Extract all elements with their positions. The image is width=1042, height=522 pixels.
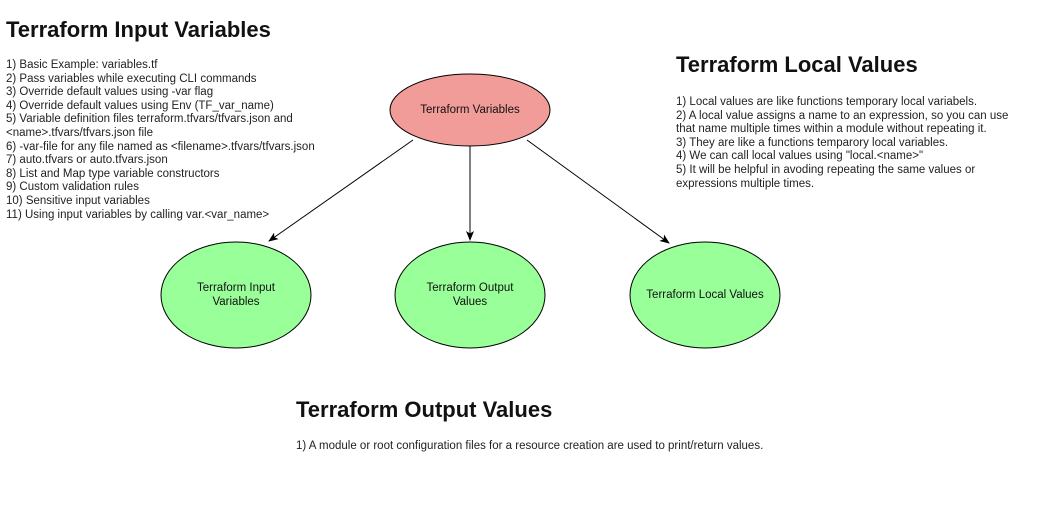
list-item: 4) Override default values using Env (TF… xyxy=(6,99,274,112)
node-terraform-input-variables xyxy=(160,241,312,349)
list-item: 4) We can call local values using "local… xyxy=(676,150,924,163)
local-values-list: 1) Local values are like functions tempo… xyxy=(676,96,1008,191)
node-terraform-output-values xyxy=(394,241,546,349)
edge-root-to-local xyxy=(526,139,670,244)
list-item: 1) Basic Example: variables.tf xyxy=(6,59,158,71)
list-item: expressions multiple times. xyxy=(676,177,815,190)
node-terraform-variables xyxy=(389,73,551,147)
list-item: that name multiple times within a module… xyxy=(676,123,987,136)
list-item: 7) auto.tfvars or auto.tfvars.json xyxy=(6,154,168,167)
edge-root-to-input xyxy=(268,139,414,242)
list-item: 1) A module or root configuration files … xyxy=(296,440,764,452)
list-item: 5) It will be helpful in avoding repeati… xyxy=(676,163,976,176)
list-item: 2) A local value assigns a name to an ex… xyxy=(676,109,1009,122)
input-variables-list: 1) Basic Example: variables.tf 2) Pass v… xyxy=(6,59,315,222)
list-item: 11) Using input variables by calling var… xyxy=(6,208,270,221)
list-item: 5) Variable definition files terraform.t… xyxy=(6,113,293,126)
list-item: 3) They are like a functions temparory l… xyxy=(676,136,949,149)
node-terraform-local-values xyxy=(629,241,781,349)
input-section-title: Terraform Input Variables xyxy=(6,17,271,42)
list-item: 3) Override default values using -var fl… xyxy=(6,86,214,99)
list-item: 8) List and Map type variable constructo… xyxy=(6,167,220,180)
local-section-title: Terraform Local Values xyxy=(676,52,918,77)
list-item: 1) Local values are like functions tempo… xyxy=(676,96,978,108)
list-item: 6) -var-file for any file named as <file… xyxy=(6,140,315,153)
list-item: 9) Custom validation rules xyxy=(6,181,139,194)
output-values-list: 1) A module or root configuration files … xyxy=(296,440,763,454)
list-item: 10) Sensitive input variables xyxy=(6,194,150,207)
list-item: 2) Pass variables while executing CLI co… xyxy=(6,72,257,85)
output-section-title: Terraform Output Values xyxy=(296,397,553,422)
list-item: <name>.tfvars/tfvars.json file xyxy=(6,126,154,139)
